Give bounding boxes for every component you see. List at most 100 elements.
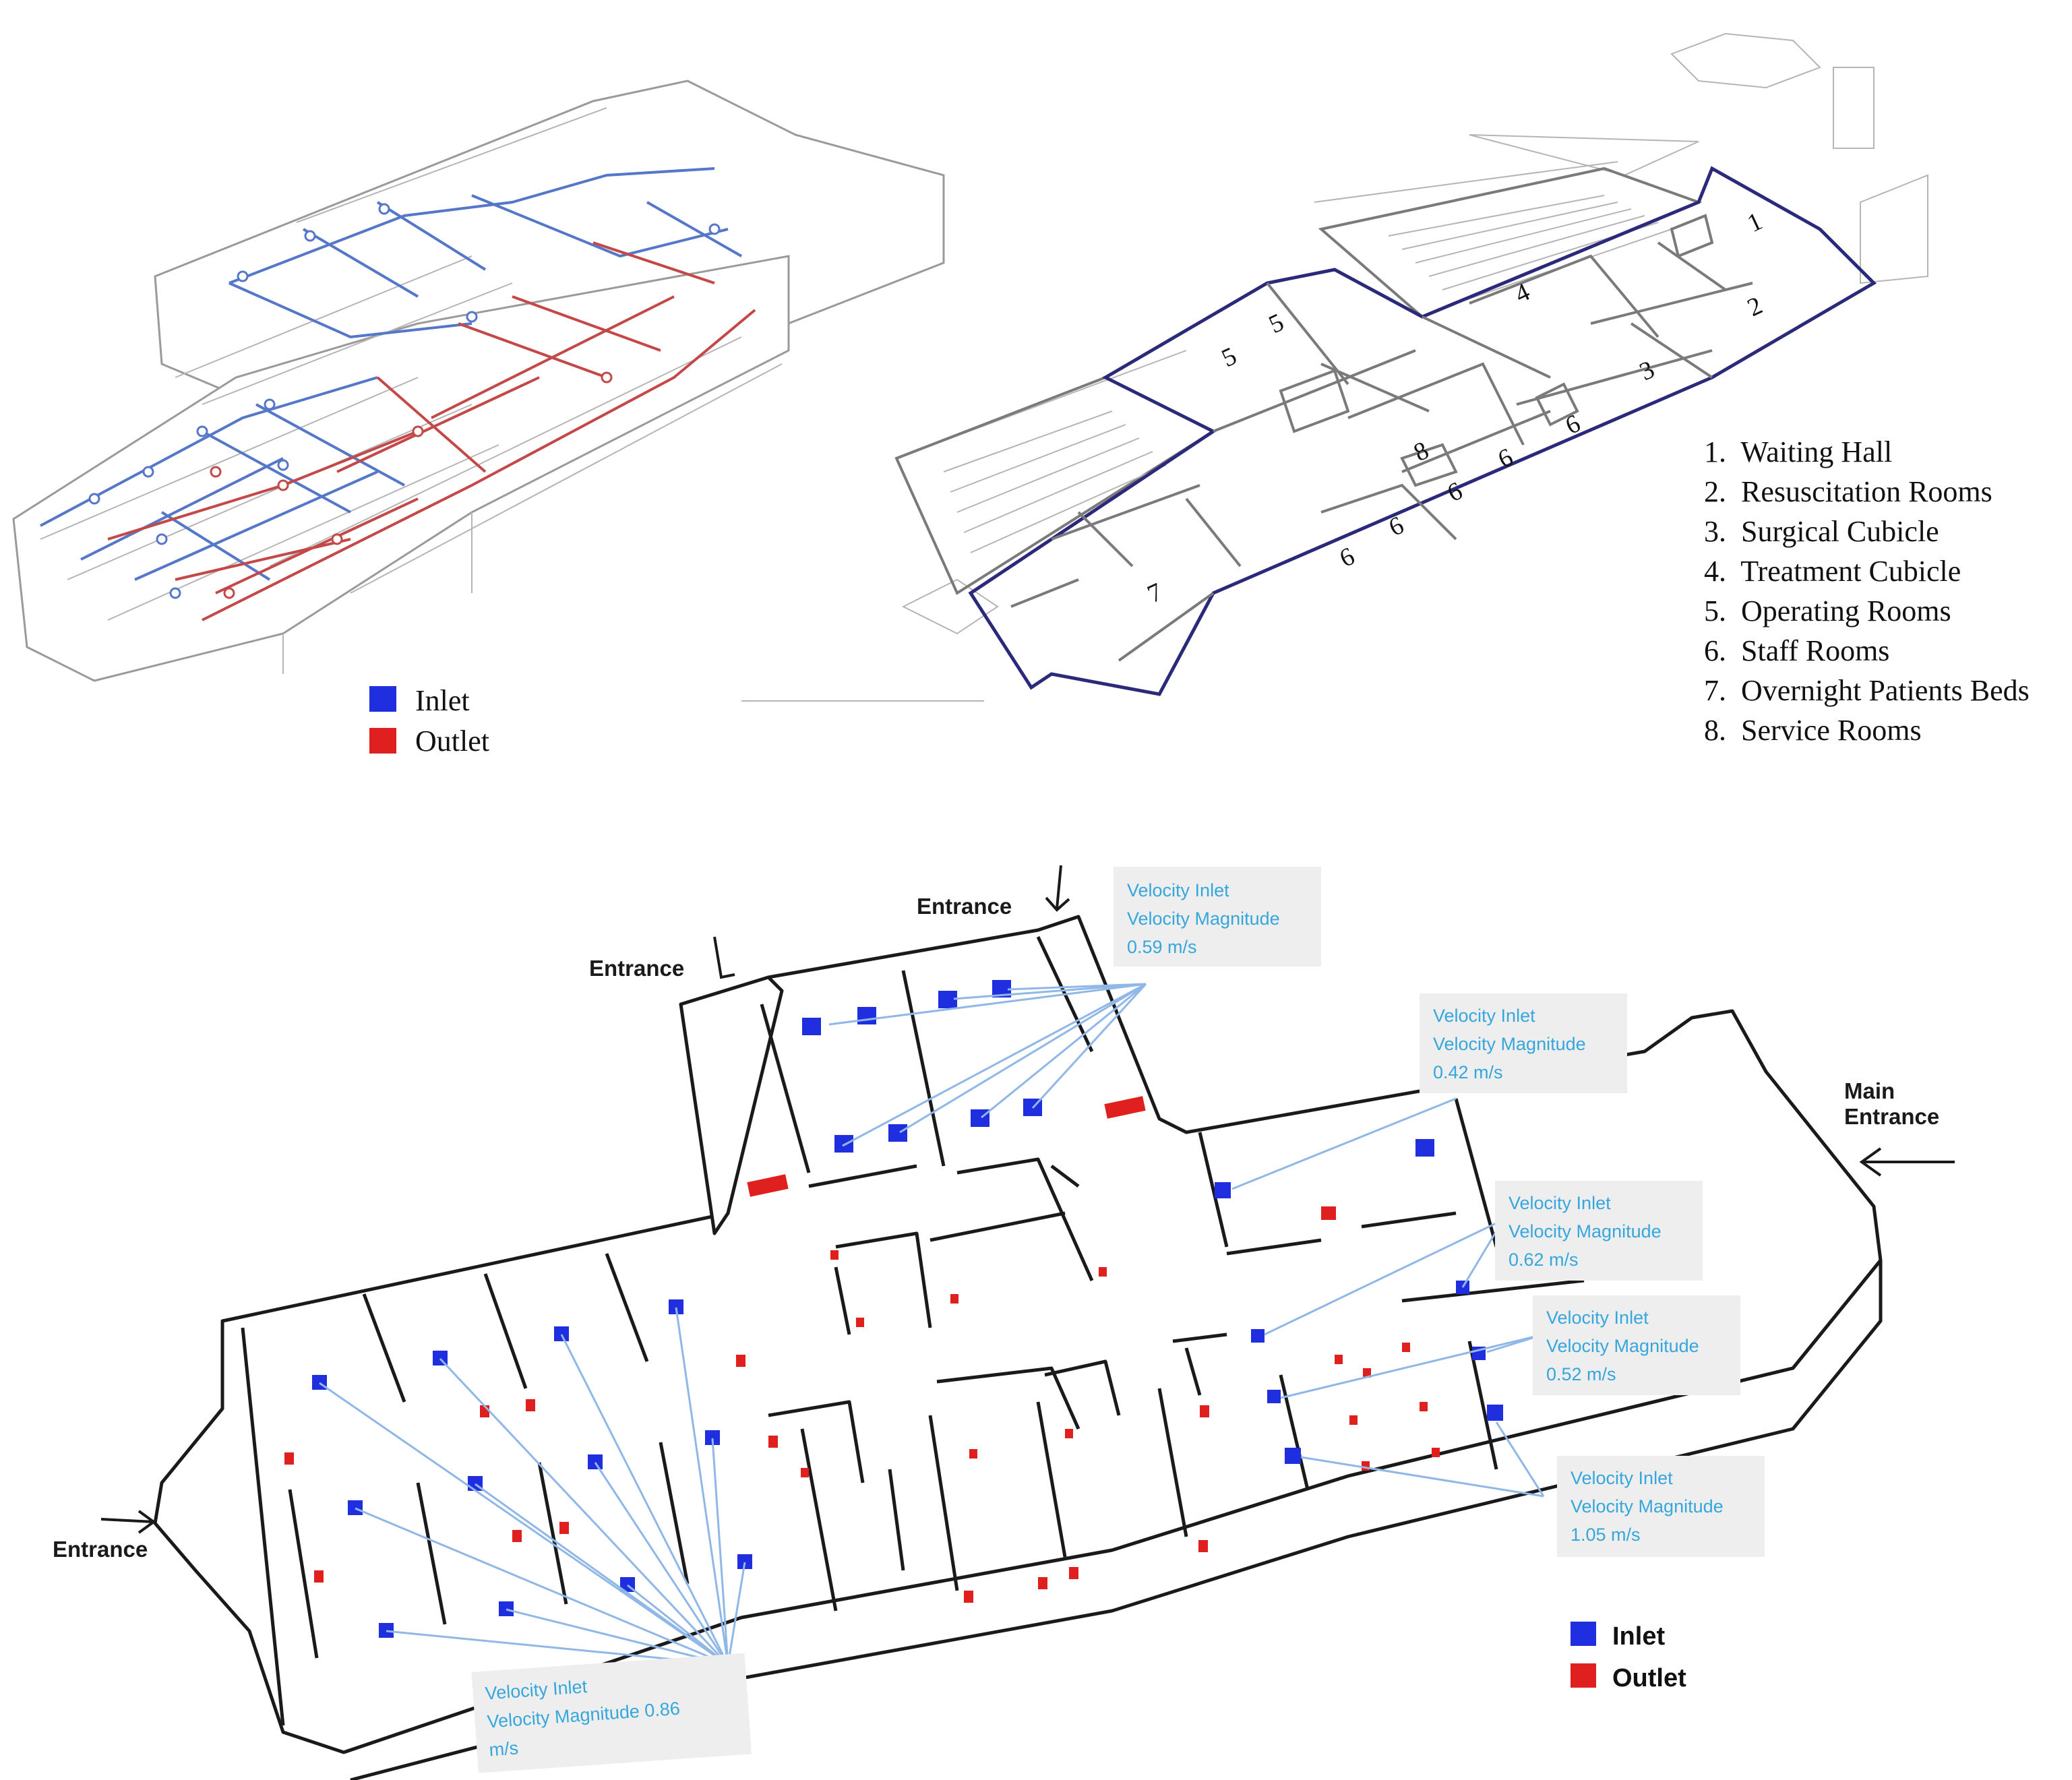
outlet-vent: [559, 1522, 569, 1534]
room-list-item: 1. Waiting Hall: [1704, 435, 1892, 468]
inlet-vent: [1267, 1390, 1281, 1403]
entrances: Entrance Entrance Entrance Main Entrance: [53, 865, 1955, 1562]
callout-line: Velocity Inlet: [1546, 1308, 1649, 1328]
entrance-label-main-line2: Entrance: [1844, 1104, 1939, 1129]
plan-small-rooms: [1279, 214, 1714, 487]
outlet-vent: [1065, 1429, 1073, 1438]
plan-context-lines: [741, 32, 1928, 702]
inlet-vent: [1415, 1139, 1434, 1157]
room-list-item: 5. Operating Rooms: [1704, 594, 1951, 627]
callout-box: [1557, 1456, 1765, 1557]
outlet-vent: [830, 1250, 839, 1260]
upper-stair-treads: [1388, 195, 1672, 304]
entrance-label-top-center: Entrance: [917, 894, 1012, 919]
legend-outlet-label: Outlet: [1612, 1664, 1686, 1692]
inlets: [312, 980, 1503, 1638]
legend-outlet-swatch: [1571, 1663, 1596, 1688]
callout-line: 0.59 m/s: [1127, 937, 1197, 957]
room-list-item: 2. Resuscitation Rooms: [1704, 475, 1992, 508]
velocity-callouts: Velocity Inlet Velocity Magnitude 0.59 m…: [471, 867, 1765, 1773]
outlet-vent: [1038, 1577, 1047, 1589]
outlet-vent: [747, 1174, 789, 1197]
room-list-item: 3. Surgical Cubicle: [1704, 515, 1939, 548]
outlet-vent: [1349, 1415, 1358, 1425]
legend-inlet-label: Inlet: [415, 684, 470, 717]
callout-052: Velocity Inlet Velocity Magnitude 0.52 m…: [1533, 1295, 1740, 1395]
entrance-arrow-left: [100, 1510, 156, 1534]
callout-062: Velocity Inlet Velocity Magnitude 0.62 m…: [1495, 1181, 1703, 1281]
outlet-vent: [512, 1530, 522, 1542]
callout-line: m/s: [489, 1738, 519, 1760]
inlet-duct-network: [40, 167, 742, 581]
legend-inlet-swatch: [1571, 1622, 1596, 1646]
outlet-vent: [1099, 1267, 1107, 1277]
entrance-label-left: Entrance: [53, 1537, 148, 1562]
inlet-vent: [834, 1135, 853, 1153]
callout-042: Velocity Inlet Velocity Magnitude 0.42 m…: [1420, 993, 1627, 1093]
outlet-vent: [768, 1436, 778, 1448]
leader-059: [828, 983, 1147, 1147]
room-number: 2: [1743, 291, 1767, 322]
callout-box: [1533, 1295, 1740, 1395]
inlet-vent: [588, 1454, 603, 1469]
callout-line: Velocity Magnitude: [1571, 1496, 1724, 1516]
outlet-vent: [1104, 1096, 1146, 1119]
plan-partitions: [1010, 241, 1753, 662]
callout-line: Velocity Inlet: [1127, 880, 1229, 900]
inlet-vent: [857, 1007, 876, 1024]
callout-line: 1.05 m/s: [1571, 1525, 1641, 1545]
callout-line: Velocity Magnitude: [1546, 1336, 1699, 1356]
duct-diffusers: [88, 203, 721, 599]
inlet-vent: [554, 1326, 569, 1341]
callout-line: Velocity Magnitude: [1433, 1034, 1586, 1054]
entrance-arrow-top-center: [1045, 865, 1070, 912]
outlet-vent: [736, 1355, 745, 1367]
room-list-item: 4. Treatment Cubicle: [1704, 555, 1961, 588]
room-list-item: 7. Overnight Patients Beds: [1704, 674, 2030, 707]
outlet-vent: [1420, 1402, 1428, 1411]
duct-returns: [210, 371, 613, 599]
callout-leaders: [319, 983, 1545, 1666]
inlet-vent: [802, 1018, 821, 1035]
outlet-vent: [314, 1570, 324, 1583]
outlet-vent: [526, 1399, 535, 1411]
room-list: 1. Waiting Hall 2. Resuscitation Rooms 3…: [1704, 435, 2030, 747]
callout-line: Velocity Magnitude: [1509, 1221, 1662, 1241]
inlet-vent: [1285, 1448, 1301, 1464]
inlet-vent: [1487, 1405, 1503, 1421]
room-number: 5: [1217, 342, 1241, 373]
outlet-vent: [1402, 1343, 1410, 1352]
callout-line: Velocity Inlet: [1433, 1006, 1535, 1026]
outlet-vent: [969, 1449, 977, 1459]
callout-line: 0.42 m/s: [1433, 1062, 1503, 1082]
leader-105: [1300, 1421, 1545, 1498]
room-number: 6: [1335, 542, 1359, 573]
outlet-vent: [856, 1318, 864, 1327]
outlet-vent: [1432, 1448, 1440, 1457]
room-numbers: 1 2 3 4 5 5 6 6 6 6 6 7 8: [1143, 207, 1767, 609]
entrance-arrow-top-left: [713, 936, 735, 979]
inlet-vent: [499, 1601, 514, 1616]
inlet-vent: [1251, 1329, 1264, 1343]
department-boundary: [968, 166, 1877, 696]
inlet-vent: [705, 1430, 720, 1445]
outlet-vent: [1335, 1355, 1343, 1364]
inlet-vent: [737, 1554, 752, 1569]
callout-line: Velocity Inlet: [1509, 1193, 1611, 1213]
legend-outlet-swatch: [369, 728, 396, 754]
outlet-vent: [1362, 1461, 1370, 1471]
callout-line: Velocity Magnitude: [1127, 909, 1280, 929]
outlet-vent: [1363, 1368, 1371, 1378]
model-central-block: [679, 975, 784, 1235]
lower-stair-treads: [943, 410, 1167, 553]
duct-layout-3d: [12, 80, 945, 682]
entrance-label-main-line1: Main: [1844, 1078, 1895, 1103]
outlet-vent: [1069, 1567, 1078, 1579]
inlet-vent: [669, 1299, 683, 1314]
legend-outlet-label: Outlet: [415, 725, 489, 758]
bottom-legend: Inlet Outlet: [1571, 1622, 1686, 1692]
outlet-vent: [964, 1591, 973, 1603]
callout-box: [1420, 993, 1627, 1093]
callout-box: [1495, 1181, 1703, 1281]
room-number: 8: [1409, 436, 1433, 467]
